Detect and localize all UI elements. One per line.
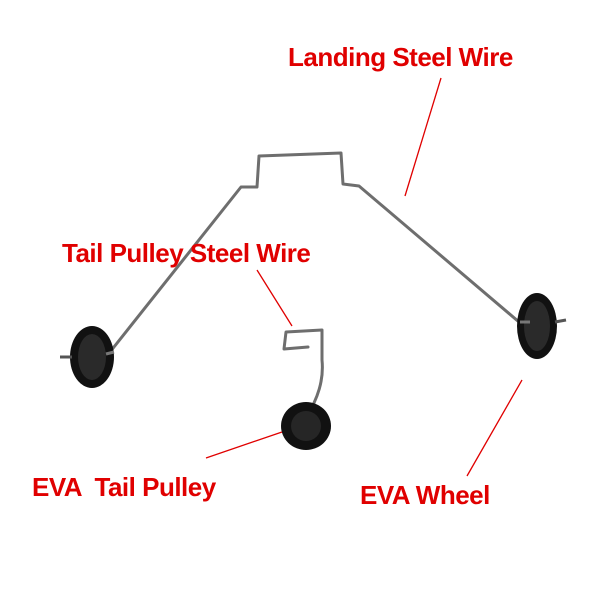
leader-line-eva-wheel bbox=[466, 379, 523, 477]
left-eva-wheel bbox=[60, 326, 115, 388]
leader-line-tail-pulley bbox=[205, 431, 283, 459]
eva-wheel-label: EVA Wheel bbox=[360, 480, 490, 510]
eva-tail-pulley bbox=[281, 402, 331, 450]
right-eva-wheel bbox=[517, 293, 567, 359]
leader-line-tail-wire bbox=[256, 269, 293, 327]
landing-steel-wire bbox=[108, 151, 529, 354]
landing-steel-wire-label: Landing Steel Wire bbox=[288, 42, 513, 72]
eva-tail-pulley-label: EVA Tail Pulley bbox=[32, 472, 216, 502]
leader-line-landing-wire bbox=[404, 77, 442, 197]
tail-pulley-steel-wire-label: Tail Pulley Steel Wire bbox=[62, 238, 311, 268]
